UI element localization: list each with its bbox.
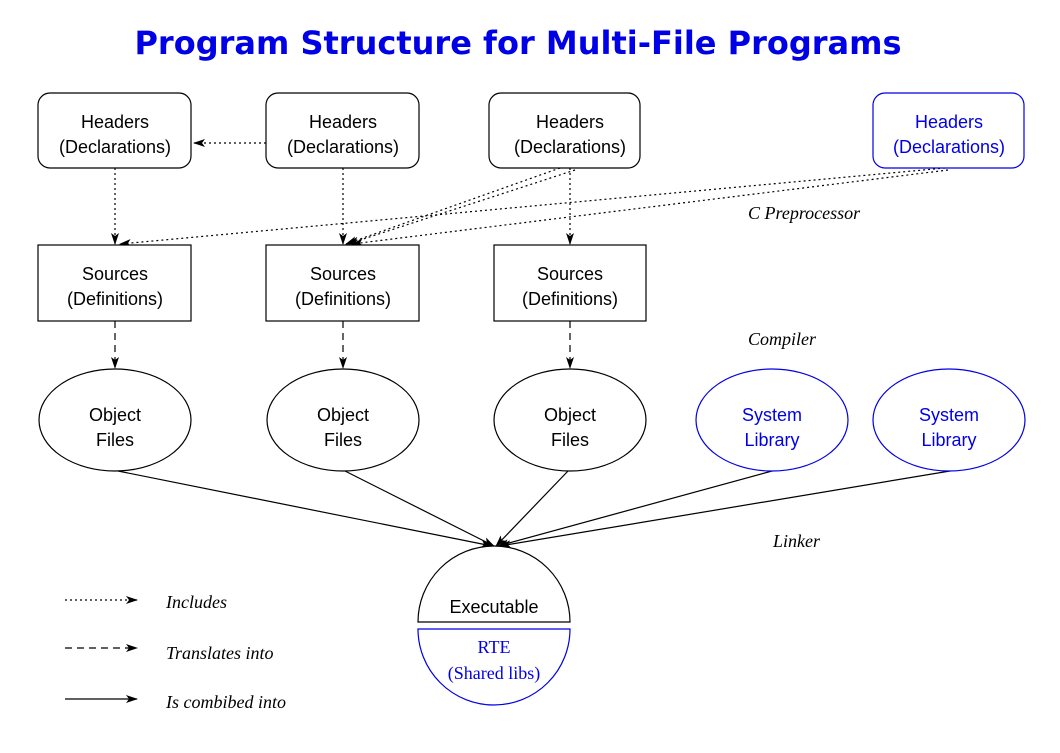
object-files-2: Object Files: [266, 368, 420, 472]
source-box-3: Sources (Definitions): [493, 244, 647, 322]
object-files-1: Object Files: [38, 368, 192, 472]
link-arrow-o1-exe: [117, 470, 493, 548]
source-box-1-subtitle: (Definitions): [67, 289, 163, 309]
legend-includes-label: Includes: [165, 592, 227, 612]
system-library-2-subtitle: Library: [921, 430, 976, 450]
system-library-1-title: System: [742, 405, 802, 425]
stage-label-compiler: Compiler: [748, 329, 817, 349]
source-box-3-subtitle: (Definitions): [522, 289, 618, 309]
header-box-1: Headers (Declarations): [37, 92, 192, 169]
include-arrow-h3-s2b: [347, 169, 576, 245]
rte-label: RTE: [478, 637, 511, 657]
link-arrow-o2-exe: [344, 470, 495, 547]
translate-connectors: [111, 321, 574, 369]
source-box-1-title: Sources: [82, 264, 148, 284]
include-arrow-h4-s1: [119, 167, 946, 247]
system-library-1-subtitle: Library: [744, 430, 799, 450]
include-arrow-h4-s2: [351, 169, 949, 247]
header-box-4-title: Headers: [915, 112, 983, 132]
legend-combined-label: Is combibed into: [165, 692, 286, 712]
link-arrow-lib2-exe: [499, 470, 951, 549]
system-library-2: System Library: [872, 368, 1026, 472]
rte-node: RTE (Shared libs): [417, 628, 571, 706]
source-box-2-title: Sources: [310, 264, 376, 284]
link-connectors: [117, 470, 951, 549]
header-box-2: Headers (Declarations): [265, 92, 420, 169]
object-files-3: Object Files: [493, 368, 647, 472]
system-library-2-title: System: [919, 405, 979, 425]
header-box-2-subtitle: (Declarations): [287, 137, 399, 157]
include-arrow-h3-s2a: [345, 167, 561, 245]
header-box-1-subtitle: (Declarations): [59, 137, 171, 157]
link-arrow-o3-exe: [495, 470, 569, 547]
link-arrow-lib1-exe: [497, 470, 773, 547]
source-box-1: Sources (Definitions): [37, 244, 192, 322]
source-box-2-subtitle: (Definitions): [295, 289, 391, 309]
executable-label: Executable: [449, 597, 538, 617]
header-box-3: Headers (Declarations): [488, 92, 641, 169]
legend: Includes Translates into Is combibed int…: [65, 592, 286, 712]
header-box-3-subtitle: (Declarations): [514, 137, 626, 157]
header-box-4: Headers (Declarations): [872, 92, 1025, 169]
system-library-1: System Library: [695, 368, 849, 472]
stage-label-linker: Linker: [772, 531, 821, 551]
header-box-1-title: Headers: [81, 112, 149, 132]
header-box-2-title: Headers: [309, 112, 377, 132]
include-connectors: [111, 139, 949, 247]
rte-sublabel: (Shared libs): [448, 663, 540, 684]
diagram-title: Program Structure for Multi-File Program…: [134, 24, 901, 62]
object-files-2-title: Object: [317, 405, 369, 425]
object-files-3-subtitle: Files: [551, 430, 589, 450]
stage-label-preprocessor: C Preprocessor: [748, 203, 861, 223]
object-files-1-subtitle: Files: [96, 430, 134, 450]
object-files-3-title: Object: [544, 405, 596, 425]
header-box-3-title: Headers: [536, 112, 604, 132]
object-files-2-subtitle: Files: [324, 430, 362, 450]
source-box-2: Sources (Definitions): [265, 244, 420, 322]
legend-translates-label: Translates into: [166, 643, 274, 663]
source-box-3-title: Sources: [537, 264, 603, 284]
executable-node: Executable: [417, 545, 571, 623]
header-box-4-subtitle: (Declarations): [893, 137, 1005, 157]
object-files-1-title: Object: [89, 405, 141, 425]
